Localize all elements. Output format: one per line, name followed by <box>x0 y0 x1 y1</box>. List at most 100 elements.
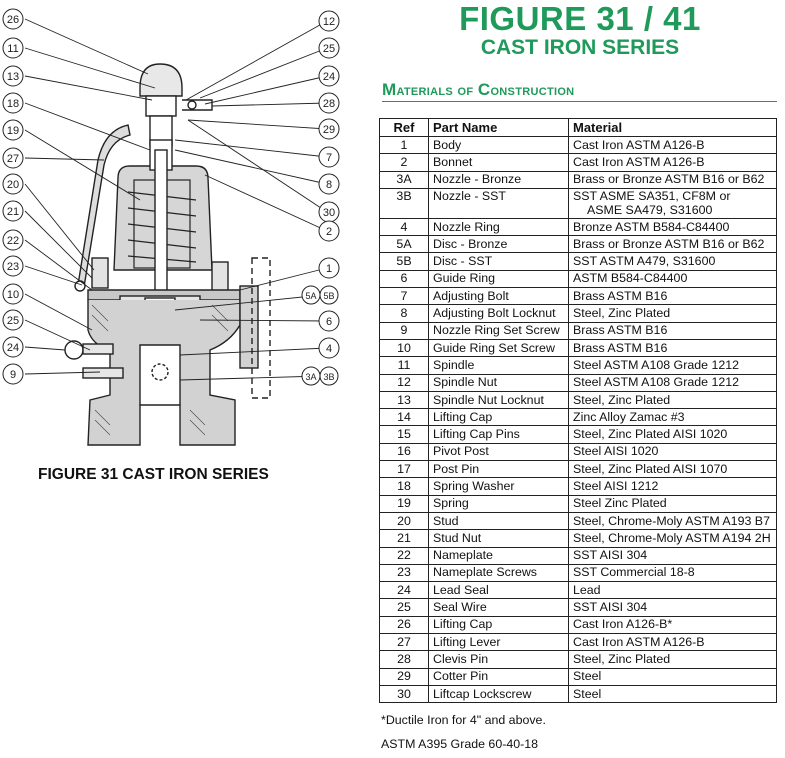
cell-part-name: Stud <box>428 511 569 531</box>
cell-material: SST AISI 304 <box>568 546 777 565</box>
callout-29: 29 <box>323 124 335 136</box>
cell-ref: 17 <box>379 460 429 479</box>
callout-23: 23 <box>7 261 19 273</box>
cell-part-name: Guide Ring <box>428 269 569 289</box>
cell-part-name: Spring <box>428 494 569 513</box>
callout-26: 26 <box>7 14 19 26</box>
cell-ref: 3A <box>379 170 429 189</box>
cell-material: Steel, Chrome-Moly ASTM A193 B7 <box>568 511 777 531</box>
cell-part-name: Post Pin <box>428 460 569 479</box>
cell-material: SST Commercial 18-8 <box>568 563 777 583</box>
cell-part-name: Lifting Cap Pins <box>428 425 569 444</box>
cell-part-name: Liftcap Lockscrew <box>428 684 569 704</box>
cell-ref: 23 <box>379 563 429 583</box>
cell-material: Steel Zinc Plated <box>568 494 777 513</box>
cell-part-name: Nameplate <box>428 546 569 565</box>
callout-6: 6 <box>326 316 332 328</box>
material-line-2: ASME SA479, S31600 <box>587 203 713 218</box>
callout-8: 8 <box>326 179 332 191</box>
cell-material: Brass ASTM B16 <box>568 321 777 340</box>
cell-part-name: Seal Wire <box>428 598 569 617</box>
material-line: SST ASME SA351, CF8M or <box>573 188 731 203</box>
table-header-row: Ref Part Name Material <box>379 118 777 137</box>
cell-material: Steel <box>568 667 777 686</box>
header-material: Material <box>568 118 777 137</box>
callout-11: 11 <box>7 43 18 55</box>
cell-part-name: Cotter Pin <box>428 667 569 686</box>
cell-ref: 10 <box>379 338 429 358</box>
callout-2: 2 <box>326 226 332 238</box>
callout-1: 1 <box>326 263 332 275</box>
section-heading-initial: M <box>382 80 397 99</box>
cell-material: Steel, Zinc Plated <box>568 650 777 669</box>
cell-part-name: Lifting Lever <box>428 633 569 652</box>
callout-5a: 5A <box>305 291 316 301</box>
cell-part-name: Nozzle - SST <box>428 187 569 219</box>
cell-material: Steel AISI 1020 <box>568 442 777 462</box>
figure-title: FIGURE 31 / 41 <box>459 0 701 37</box>
cell-ref: 29 <box>379 667 429 686</box>
callout-24-right: 24 <box>323 71 335 83</box>
footnote-ductile: *Ductile Iron for 4" and above. <box>381 713 546 727</box>
callout-12: 12 <box>323 16 335 28</box>
cell-part-name: Clevis Pin <box>428 650 569 669</box>
cell-ref: 14 <box>379 408 429 427</box>
valve-cross-section-drawing: 26 11 13 18 19 27 20 21 22 23 10 25 24 9… <box>2 8 340 446</box>
cell-ref: 1 <box>379 135 429 155</box>
callout-19: 19 <box>7 125 19 137</box>
cell-part-name: Lifting Cap <box>428 408 569 427</box>
callout-24-left: 24 <box>7 342 19 354</box>
cell-ref: 11 <box>379 356 429 375</box>
callout-3a: 3A <box>305 372 316 382</box>
cell-material: Steel, Zinc Plated AISI 1070 <box>568 460 777 479</box>
cell-ref: 2 <box>379 153 429 172</box>
cell-part-name: Guide Ring Set Screw <box>428 338 569 358</box>
callout-20: 20 <box>7 179 19 191</box>
cell-material: Brass or Bronze ASTM B16 or B62 <box>568 235 777 254</box>
cell-ref: 27 <box>379 633 429 652</box>
cell-part-name: Spindle Nut Locknut <box>428 390 569 410</box>
callout-25-left: 25 <box>7 315 19 327</box>
cell-ref: 26 <box>379 615 429 635</box>
cell-part-name: Spindle <box>428 356 569 375</box>
cell-part-name: Body <box>428 135 569 155</box>
cell-ref: 4 <box>379 217 429 237</box>
cell-ref: 12 <box>379 373 429 392</box>
cell-ref: 19 <box>379 494 429 513</box>
cell-material: Zinc Alloy Zamac #3 <box>568 408 777 427</box>
section-heading-part2: onstruction <box>490 82 575 99</box>
cell-part-name: Stud Nut <box>428 529 569 548</box>
cell-material: SST ASTM A479, S31600 <box>568 252 777 271</box>
cell-part-name: Lifting Cap <box>428 615 569 635</box>
cell-part-name: Disc - SST <box>428 252 569 271</box>
cell-material: Steel ASTM A108 Grade 1212 <box>568 373 777 392</box>
cell-material: Steel <box>568 684 777 704</box>
callout-28: 28 <box>323 98 335 110</box>
callout-30: 30 <box>323 207 335 219</box>
cell-ref: 28 <box>379 650 429 669</box>
series-title: CAST IRON SERIES <box>480 36 680 59</box>
section-heading-part1: aterials of <box>396 82 478 99</box>
cell-material: Cast Iron ASTM A126-B <box>568 135 777 155</box>
